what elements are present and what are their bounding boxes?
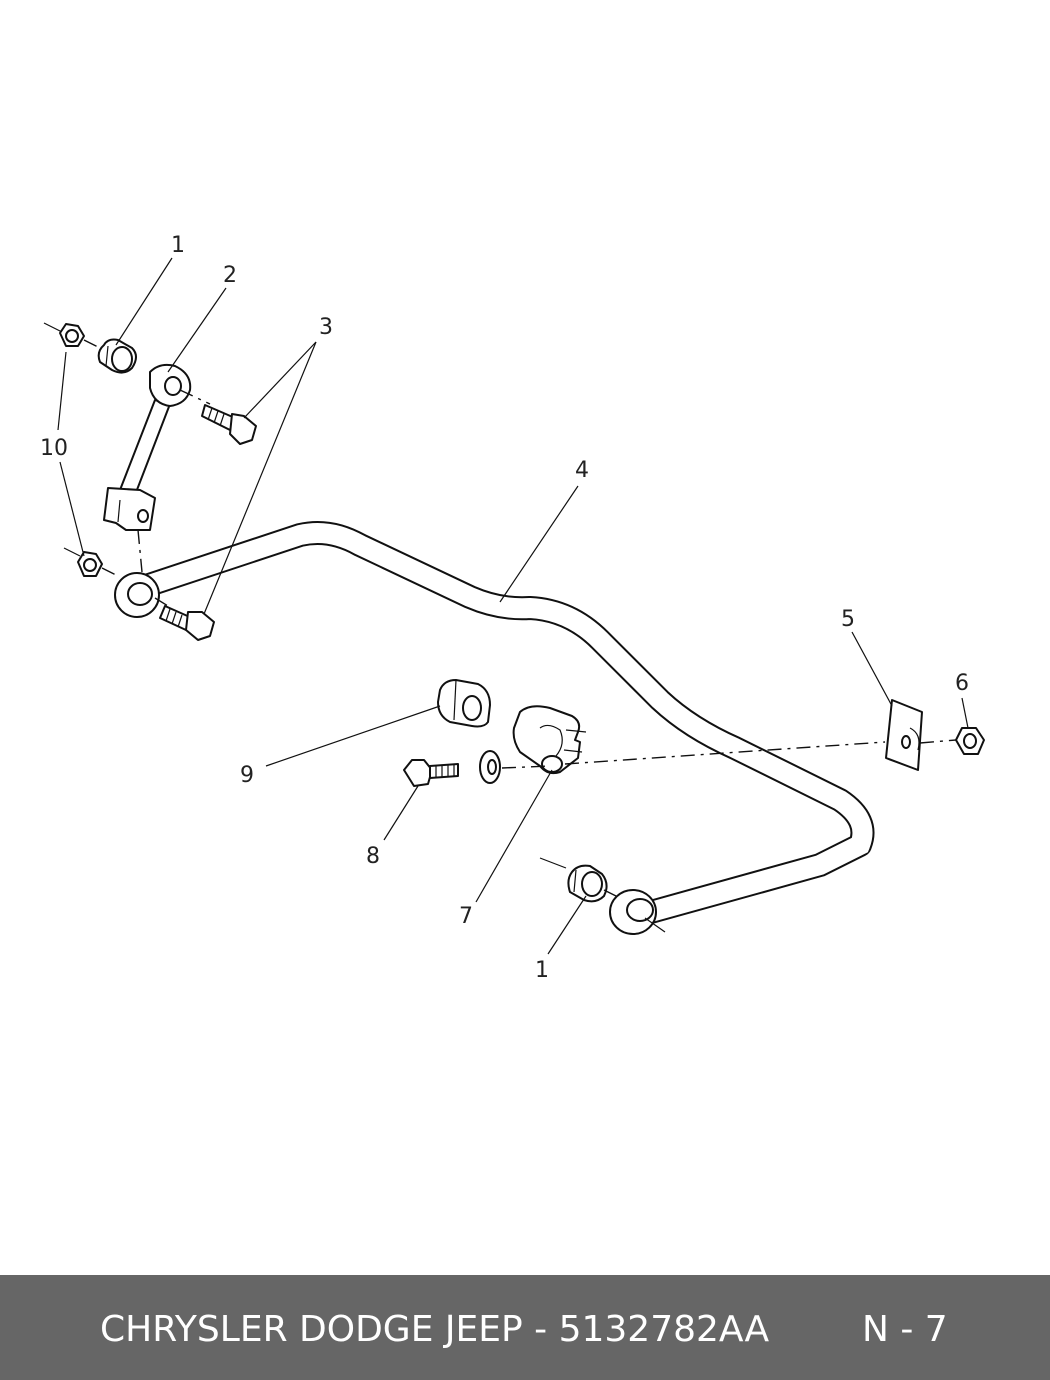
- callout-6: 6: [955, 671, 969, 696]
- callout-2: 2: [223, 263, 237, 288]
- callout-1-bottom: 1: [535, 958, 549, 983]
- bar-bushing: [437, 679, 491, 728]
- bushing-top-left: [97, 338, 137, 374]
- bolt-dash-top: [179, 389, 211, 405]
- link-dash: [137, 529, 143, 573]
- stabilizer-bar: [136, 521, 875, 927]
- callout-8: 8: [366, 844, 380, 869]
- retainer-plate: [885, 699, 923, 771]
- axis-line: [43, 322, 63, 333]
- plate-axis-dash: [564, 741, 886, 765]
- bushing-clamp: [512, 705, 587, 775]
- axis-line-3: [539, 857, 567, 869]
- footer-bar: CHRYSLER DODGE JEEP - 5132782AA N - 7: [0, 1275, 1050, 1380]
- clamp-dash: [501, 765, 551, 769]
- bolt-top: [201, 404, 257, 445]
- axis-line-2: [63, 547, 81, 557]
- callout-5: 5: [841, 607, 855, 632]
- nut-top-left: [59, 323, 85, 347]
- axis-dash-2: [101, 567, 119, 577]
- bolt-dash-lower: [154, 597, 169, 607]
- nut-axis-dash: [919, 739, 957, 744]
- sway-bar-link: [103, 363, 192, 531]
- axis-dash: [83, 339, 105, 351]
- leader-lines: [57, 257, 969, 955]
- bolt-lower: [159, 605, 215, 641]
- bushing-lower-right: [567, 864, 608, 903]
- callout-7: 7: [459, 904, 473, 929]
- nut-right: [955, 727, 985, 755]
- footer-page-ref: N - 7: [862, 1309, 948, 1350]
- bar-end-left: [114, 572, 160, 618]
- axis-dash-3: [603, 889, 621, 899]
- parts-diagram: 1 2 3 10 4 5 6 9 8 7 1: [40, 233, 985, 983]
- callout-3: 3: [319, 315, 333, 340]
- footer-title: CHRYSLER DODGE JEEP - 5132782AA: [100, 1309, 770, 1350]
- nut-lower-left: [77, 551, 103, 577]
- callout-10: 10: [40, 436, 68, 461]
- bar-end-right: [609, 889, 666, 935]
- callout-1-top: 1: [171, 233, 185, 258]
- washer: [479, 750, 501, 784]
- clamp-bolt: [403, 759, 459, 787]
- callout-9: 9: [240, 763, 254, 788]
- callout-4: 4: [575, 458, 589, 483]
